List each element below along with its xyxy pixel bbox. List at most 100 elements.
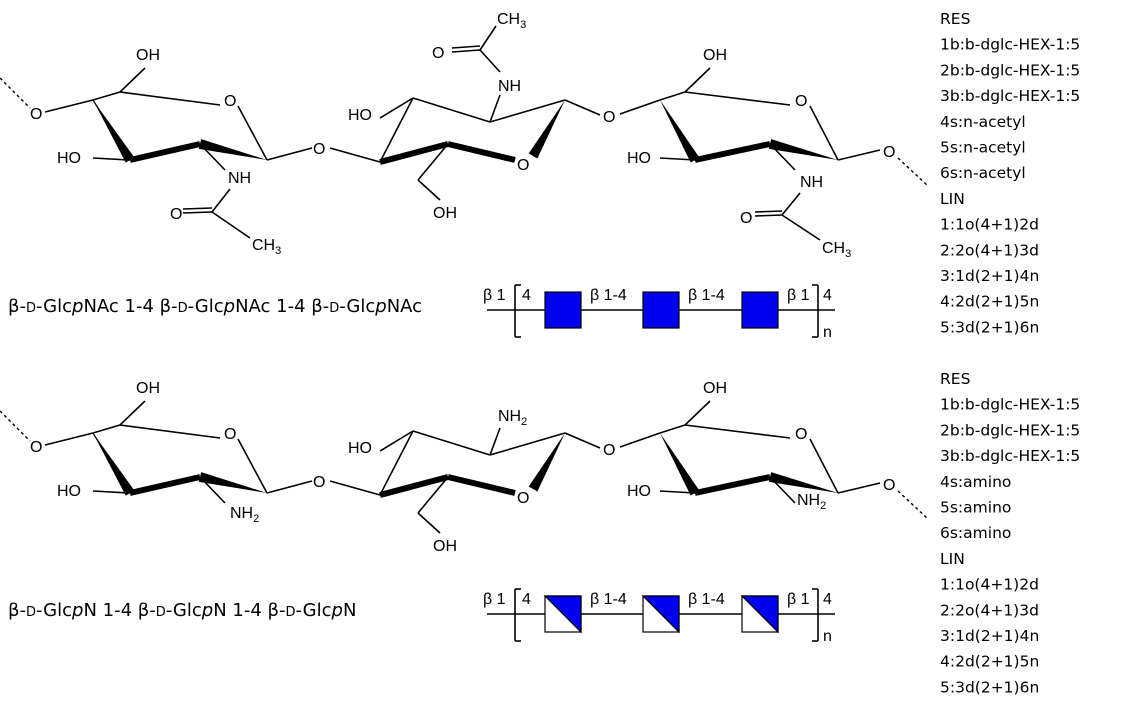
bond-c3-c2-ring2 xyxy=(412,430,491,456)
bond-c5-o5-ring3 xyxy=(684,91,791,106)
glycoct-line: LIN xyxy=(940,550,965,568)
bond-o5-c1-ring3 xyxy=(809,438,839,494)
name-part: p xyxy=(71,296,83,317)
bond-c4-c5-ring1 xyxy=(92,424,121,434)
glycoct-line: 2b:b-dglc-HEX-1:5 xyxy=(940,421,1080,439)
glycoct-line: 4s:n-acetyl xyxy=(940,113,1026,131)
bold-bond-o5-c5-ring2 xyxy=(447,141,516,163)
link-label-end-position: 4 xyxy=(823,591,832,608)
link-label-1-4-first: β 1-4 xyxy=(590,591,627,608)
bond-c5-o5-ring3 xyxy=(684,424,791,439)
bond-c-o-acetyl2b xyxy=(451,45,481,49)
oh-c6-ring2: OH xyxy=(433,538,457,555)
right-terminal-o: O xyxy=(883,477,895,494)
ring-o-ring1: O xyxy=(224,426,236,443)
glycoct-line: 3:1d(2+1)4n xyxy=(940,267,1039,285)
bond-c5-o5-ring1 xyxy=(119,91,221,106)
bond-c5-c6-ring3 xyxy=(684,67,711,93)
acetyl-o-2: O xyxy=(432,45,444,62)
bond-c2-n-ring3 xyxy=(769,143,796,171)
bond-c-o-acetyl3b xyxy=(754,210,783,213)
bond-c-ch3-acetyl1 xyxy=(211,211,251,239)
wedge-c4-c3-ring3 xyxy=(660,100,700,163)
bond-c4-c5-ring3 xyxy=(659,424,686,434)
bond-o-c4-left xyxy=(44,99,94,113)
left-terminal-o: O xyxy=(30,439,42,456)
bond-c4-c3-ring2 xyxy=(379,97,414,163)
glycoct-line: 4:2d(2+1)5n xyxy=(940,653,1039,671)
name-part: β- xyxy=(8,600,26,621)
ho-c3-ring1: HO xyxy=(57,483,81,500)
nh2-ring1: NH2 xyxy=(230,505,259,525)
bond-c1-o-link1 xyxy=(266,480,313,494)
bond-c1-o-link2 xyxy=(564,99,601,116)
name-part: -Glc xyxy=(188,296,224,317)
bond-c6-oh-ring2 xyxy=(417,179,441,201)
bond-c2-n-ring1 xyxy=(199,476,226,504)
bold-bond-o5-c5-ring2 xyxy=(447,474,516,496)
glycoct-line: 3:1d(2+1)4n xyxy=(940,627,1039,645)
ho-c3-ring2: HO xyxy=(348,440,372,457)
bond-c4-c5-ring1 xyxy=(92,91,121,101)
bond-c-ch3-acetyl2 xyxy=(479,25,497,51)
bond-n-c-acetyl3 xyxy=(781,192,801,216)
link-label-start-position: 4 xyxy=(522,591,531,608)
bond-c1-o-right xyxy=(837,149,881,161)
glycoct-line: 5s:amino xyxy=(940,499,1011,517)
link-label-1-4-second: β 1-4 xyxy=(688,591,725,608)
bond-o-c4-ring3 xyxy=(619,99,661,115)
bold-bond-c3-c2-ring3 xyxy=(694,141,771,163)
bond-c-o-acetyl2 xyxy=(451,49,481,53)
link-label-end-position: 4 xyxy=(823,287,832,304)
ring-o-ring2: O xyxy=(517,157,529,174)
bond-n-c-acetyl2 xyxy=(479,49,501,73)
ho-c3-ring1: HO xyxy=(57,150,81,167)
left-terminal-o: O xyxy=(30,106,42,123)
bond-c1-o-right xyxy=(837,482,881,494)
name-part: N 1-4 β- xyxy=(83,600,155,621)
bond-c2-c1-ring2 xyxy=(489,432,566,456)
dashed-bond-left xyxy=(0,410,31,442)
glycoct-line: 5:3d(2+1)6n xyxy=(940,318,1039,336)
bond-c-o-acetyl3 xyxy=(754,214,783,217)
name-part: -Glc xyxy=(36,296,72,317)
ring-o-ring1: O xyxy=(224,93,236,110)
bond-c-ch3-acetyl3 xyxy=(781,214,821,241)
name-part: p xyxy=(374,296,386,317)
bond-c5-c6-ring2 xyxy=(417,143,449,181)
bond-c5-c6-ring3 xyxy=(684,400,711,426)
wedge-c1-c2-ring3 xyxy=(768,472,838,493)
name-part: N xyxy=(343,600,356,621)
name-part: p xyxy=(223,296,235,317)
glcn-square-filled-half xyxy=(543,595,582,634)
wedge-c4-c3-ring3 xyxy=(660,433,700,496)
glcn-square-filled-half xyxy=(641,595,680,634)
glycoct-line: 4:2d(2+1)5n xyxy=(940,293,1039,311)
name-part: D xyxy=(178,301,188,316)
name-part: D xyxy=(285,605,295,620)
link-label-end-anomer: β 1 xyxy=(787,591,810,608)
glcnac-square-symbol xyxy=(642,291,680,329)
bold-bond-c5-c4-ring2 xyxy=(379,474,449,498)
bond-c2-n-ring3 xyxy=(769,476,796,504)
glycoct-line: 1b:b-dglc-HEX-1:5 xyxy=(940,36,1080,54)
name-part: D xyxy=(329,301,339,316)
bond-c-o-acetyl1 xyxy=(182,211,213,214)
oh-c6-ring2: OH xyxy=(433,205,457,222)
bond-c2-n-ring2 xyxy=(489,427,501,456)
glycoct-line: RES xyxy=(940,10,970,28)
name-part: -Glc xyxy=(296,600,332,621)
name-part: D xyxy=(26,301,36,316)
glycoct-line: 2:2o(4+1)3d xyxy=(940,241,1039,259)
acetyl-o-1: O xyxy=(170,206,182,223)
chitosan-glycoct-code: RES1b:b-dglc-HEX-1:52b:b-dglc-HEX-1:53b:… xyxy=(940,370,1080,696)
bond-c1-o-link2 xyxy=(564,432,601,449)
name-part: β- xyxy=(8,296,26,317)
dashed-bond-right xyxy=(897,490,929,520)
glycosidic-o-1: O xyxy=(313,141,325,158)
acetyl-o-3: O xyxy=(740,210,752,227)
oh-c6-ring3: OH xyxy=(703,47,727,64)
dashed-bond-left xyxy=(0,77,31,109)
bold-bond-c3-c2-ring1 xyxy=(129,141,201,163)
